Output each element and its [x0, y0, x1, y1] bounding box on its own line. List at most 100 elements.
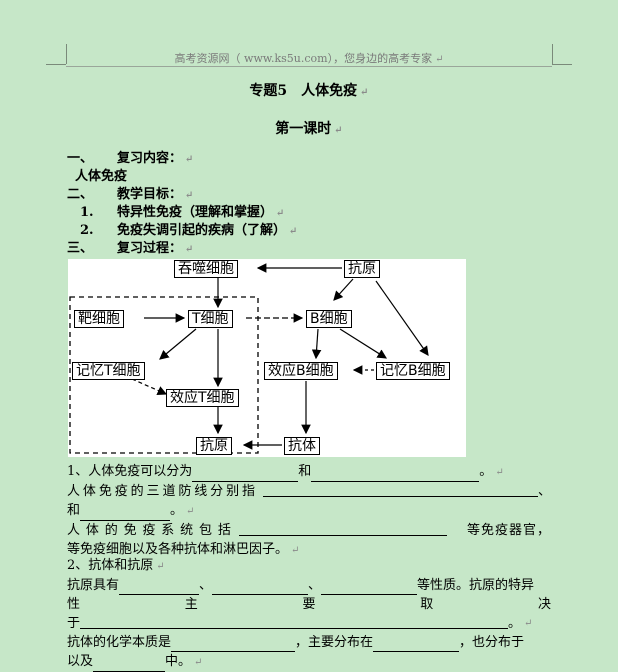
paragraph-mark-icon: ↵	[194, 657, 203, 668]
outline-text: 特异性免疫（理解和掌握）	[117, 205, 274, 220]
outline-item-5: 2.免疫失调引起的疾病（了解）↵	[80, 219, 297, 238]
paragraph-mark-icon: ↵	[360, 87, 369, 98]
q2-line-3: 于。↵	[67, 614, 551, 633]
q2-line-5-a: 以及	[67, 654, 94, 669]
outline-text: 复习内容：	[117, 151, 183, 166]
diagram-arrows	[69, 263, 429, 454]
paragraph-mark-icon: ↵	[185, 154, 194, 165]
justified-char: 免	[98, 484, 112, 499]
question-1: 1、人体免疫可以分为和。↵ 人体免疫的三道防线分别指 、 和。↵ 人体的免疫系统…	[67, 462, 551, 560]
paragraph-mark-icon: ↵	[495, 467, 504, 478]
header-rule	[66, 66, 552, 67]
justified-char: 疫	[114, 484, 128, 499]
justified-char: 的	[130, 484, 144, 499]
arrow-memory-t-to-effector-t	[131, 378, 168, 396]
blank-field[interactable]	[321, 580, 418, 595]
justified-char: 的	[104, 523, 118, 538]
justified-char: 统	[180, 523, 194, 538]
blank-field[interactable]	[119, 580, 200, 595]
justified-char: 道	[162, 484, 176, 499]
paragraph-mark-icon: ↵	[156, 561, 165, 572]
node-memory-b: 记忆B细胞	[376, 362, 450, 380]
node-t-cell: T细胞	[188, 310, 233, 328]
node-memory-t: 记忆T细胞	[72, 362, 145, 380]
outline-item-1: 一、 复习内容：↵	[67, 147, 193, 166]
crop-mark-top-left-h	[46, 64, 66, 65]
paragraph-mark-icon: ↵	[289, 226, 298, 237]
justified-char: 决	[537, 597, 551, 612]
justified-char: 包	[199, 523, 213, 538]
blank-field[interactable]	[239, 521, 447, 536]
arrow-antigen-to-b	[333, 278, 354, 301]
doc-subtitle-text: 第一课时	[275, 121, 332, 137]
q1-line-4: 人体的免疫系统包括 等免疫器官，	[67, 521, 551, 540]
node-antibody: 抗体	[284, 437, 320, 455]
justified-char: 取	[420, 597, 434, 612]
outline-item-6: 三、 复习过程：↵	[67, 237, 193, 256]
blank-field[interactable]	[80, 506, 171, 521]
q1-text-b: 和	[298, 464, 312, 479]
justified-char: 体	[82, 484, 96, 499]
justified-char: 人	[67, 484, 81, 499]
crop-mark-top-left	[66, 44, 67, 64]
q1-line-5: 等免疫细胞以及各种抗体和淋巴因子。↵	[67, 540, 551, 560]
q2-line-4: 抗体的化学本质是 ，主要分布在 ，也分布于	[67, 633, 551, 652]
doc-subtitle: 第一课时↵	[0, 118, 618, 138]
node-effector-t: 效应T细胞	[166, 389, 239, 407]
outline-num: 三、	[67, 241, 94, 256]
q2-line-3-b: 。	[508, 616, 522, 631]
q2-line-3-a: 于	[67, 616, 81, 631]
q1-line-2: 人体免疫的三道防线分别指 、	[67, 482, 551, 501]
q2-line-1: 抗原具有、、等性质。抗原的特异	[67, 576, 551, 595]
q1-line-4-chars: 人体的免疫系统包括	[67, 521, 231, 540]
justified-char: 要	[302, 597, 316, 612]
q2-line-1-c: 、	[308, 578, 322, 593]
blank-field[interactable]	[373, 637, 460, 652]
q1-line-4-end: 等免疫器官，	[466, 523, 551, 538]
crop-mark-top-right	[552, 44, 553, 64]
outline-item-3: 二、教学目标：↵	[67, 183, 193, 202]
q2-line-2: 性主要取决	[67, 595, 551, 614]
outline-text: 复习过程：	[117, 241, 183, 256]
justified-char: 性	[67, 597, 81, 612]
blank-field[interactable]	[212, 580, 309, 595]
blank-field[interactable]	[171, 637, 296, 652]
blank-field[interactable]	[80, 614, 509, 629]
q1-line-2-chars: 人体免疫的三道防线分别指	[67, 482, 255, 501]
node-antigen-bottom: 抗原	[196, 437, 232, 455]
justified-char: 系	[161, 523, 175, 538]
justified-char: 防	[178, 484, 192, 499]
justified-char: 线	[194, 484, 208, 499]
q2-line-1-a: 抗原具有	[67, 578, 120, 593]
paragraph-mark-icon: ↵	[186, 506, 195, 517]
blank-field[interactable]	[93, 657, 166, 672]
paragraph-mark-icon: ↵	[291, 545, 300, 556]
outline-text: 免疫失调引起的疾病（了解）	[117, 223, 287, 238]
q1-line-3: 和。↵	[67, 501, 551, 521]
q1-line-2-end: 、	[537, 484, 551, 499]
q2-line-5-b: 中。	[165, 654, 192, 669]
q2-line-4-b: ，主要分布在	[295, 635, 374, 650]
paragraph-mark-icon: ↵	[185, 190, 194, 201]
question-2: 2、抗体和抗原↵ 抗原具有、、等性质。抗原的特异 性主要取决 于。↵ 抗体的化学…	[67, 556, 551, 672]
paragraph-mark-icon: ↵	[334, 125, 343, 136]
q1-line-5-text: 等免疫细胞以及各种抗体和淋巴因子。	[67, 542, 289, 557]
q2-line-4-c: ，也分布于	[459, 635, 525, 650]
outline-num: 1.	[80, 205, 94, 220]
outline-num: 一、	[67, 151, 94, 166]
q1-line-3-a: 和	[67, 503, 81, 518]
arrow-antigen-to-memory-b	[375, 280, 429, 356]
justified-char: 主	[184, 597, 198, 612]
immune-process-diagram: 吞噬细胞 抗原 靶细胞 T细胞 B细胞 记忆T细胞 效应B细胞 记忆B细胞 效应…	[68, 259, 466, 457]
blank-field[interactable]	[311, 467, 480, 482]
paragraph-mark-icon: ↵	[185, 244, 194, 255]
q2-line-4-a: 抗体的化学本质是	[67, 635, 172, 650]
q2-line-1-b: 、	[199, 578, 213, 593]
paragraph-mark-icon: ↵	[435, 54, 444, 65]
q2-line-5: 以及 中。↵	[67, 652, 551, 672]
doc-title-text: 专题5 人体免疫	[249, 83, 358, 99]
node-b-cell: B细胞	[306, 310, 352, 328]
node-effector-b: 效应B细胞	[264, 362, 338, 380]
blank-field[interactable]	[192, 467, 299, 482]
blank-field[interactable]	[263, 482, 538, 497]
